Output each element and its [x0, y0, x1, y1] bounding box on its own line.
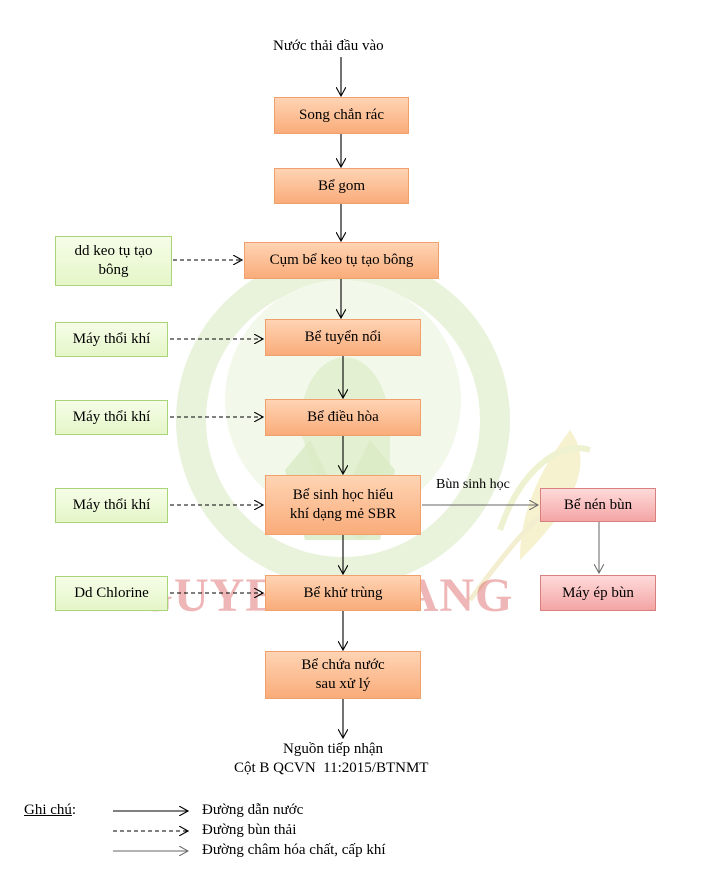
- sludge-thickener: Bể nén bùn: [540, 488, 656, 522]
- sludge-press: Máy ép bùn: [540, 575, 656, 611]
- process-treated-water-tank: Bể chứa nước sau xử lý: [265, 651, 421, 699]
- process-disinfection: Bể khử trùng: [265, 575, 421, 611]
- air-blower-1: Máy thổi khí: [55, 322, 168, 357]
- process-screen: Song chắn rác: [274, 97, 409, 134]
- legend-sludge-line: Đường bùn thải: [202, 822, 297, 838]
- process-collection-tank: Bể gom: [274, 168, 409, 204]
- chemical-coagulant: dd keo tụ tạo bông: [55, 236, 172, 286]
- output-standard: Cột B QCVN 11:2015/BTNMT: [234, 760, 429, 776]
- air-blower-2: Máy thổi khí: [55, 400, 168, 435]
- legend-water-line: Đường dẫn nước: [202, 802, 304, 818]
- legend-chemical-line: Đường châm hóa chất, cấp khí: [202, 842, 386, 858]
- legend-lines: [113, 811, 188, 851]
- process-equalization: Bể điều hòa: [265, 399, 421, 436]
- legend-title: Ghi chú:: [24, 802, 77, 818]
- input-label: Nước thải đầu vào: [273, 38, 384, 54]
- air-blower-3: Máy thổi khí: [55, 488, 168, 523]
- output-receiver: Nguồn tiếp nhận: [283, 741, 383, 757]
- chemical-chlorine: Dd Chlorine: [55, 576, 168, 611]
- process-sbr: Bể sinh học hiếu khí dạng mẻ SBR: [265, 475, 421, 535]
- sludge-label: Bùn sinh học: [436, 477, 510, 492]
- process-flotation: Bể tuyển nổi: [265, 319, 421, 356]
- process-coagulation: Cụm bể keo tụ tạo bông: [244, 242, 439, 279]
